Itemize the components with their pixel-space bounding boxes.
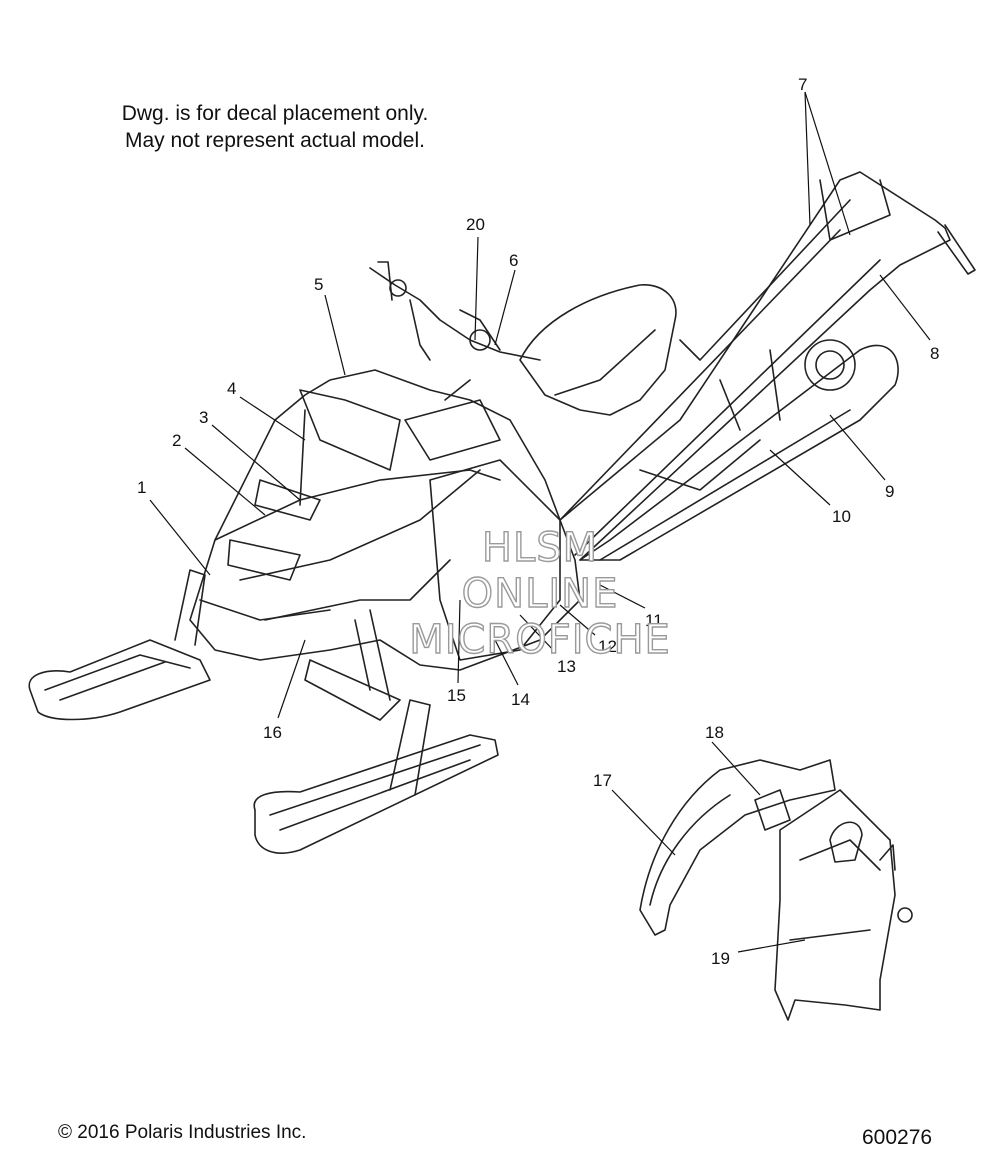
leader-13 (519, 614, 556, 653)
leader-10 (769, 449, 831, 506)
leader-14 (489, 629, 519, 686)
callout-19: 19 (711, 949, 730, 968)
callout-13: 13 (557, 657, 576, 676)
drawing-number: 600276 (862, 1126, 933, 1149)
leader-11 (599, 584, 646, 609)
right-ski (253, 734, 499, 854)
callout-7: 7 (798, 75, 807, 94)
leader-9 (829, 414, 886, 481)
placement-note-line-2: May not represent actual model. (125, 129, 425, 152)
leader-17 (611, 789, 676, 856)
left-ski (28, 639, 211, 721)
callout-1: 1 (137, 478, 146, 497)
leader-18 (711, 741, 761, 796)
copyright-text: © 2016 Polaris Industries Inc. (58, 1122, 307, 1143)
placement-note: Dwg. is for decal placement only. May no… (60, 100, 490, 154)
callout-4: 4 (227, 379, 236, 398)
callout-12: 12 (598, 637, 617, 656)
callout-16: 16 (263, 723, 282, 742)
tunnel (559, 171, 976, 561)
callout-15: 15 (447, 686, 466, 705)
leader-19 (737, 939, 806, 953)
leader-lines (149, 91, 931, 953)
rear-suspension (579, 339, 899, 561)
callout-17: 17 (593, 771, 612, 790)
callout-2: 2 (172, 431, 181, 450)
callout-11: 11 (645, 611, 663, 630)
leader-20 (474, 236, 479, 341)
leader-2 (184, 447, 266, 516)
leader-15 (457, 599, 461, 684)
handlebar (369, 261, 541, 361)
front-suspension (174, 569, 431, 796)
callout-20: 20 (466, 215, 485, 234)
callout-6: 6 (509, 251, 518, 270)
hood-body (189, 369, 581, 671)
callout-8: 8 (930, 344, 939, 363)
callout-5: 5 (314, 275, 323, 294)
leader-7b (804, 91, 851, 236)
callout-numbers: 1 2 3 4 5 6 7 8 9 10 11 12 13 14 15 16 1… (137, 75, 939, 968)
leader-3 (211, 424, 301, 501)
callout-9: 9 (885, 482, 894, 501)
leader-6 (494, 269, 516, 346)
side-panel-detail (639, 759, 913, 1021)
leader-5 (324, 294, 346, 376)
leader-8 (879, 274, 931, 341)
callout-18: 18 (705, 723, 724, 742)
leader-16 (277, 639, 306, 719)
callout-14: 14 (511, 690, 530, 709)
leader-12 (559, 604, 596, 636)
leader-4 (239, 396, 306, 441)
leader-7a (804, 91, 811, 226)
callout-3: 3 (199, 408, 208, 427)
leader-1 (149, 499, 211, 576)
callout-10: 10 (832, 507, 851, 526)
placement-note-line-1: Dwg. is for decal placement only. (121, 102, 429, 125)
seat (519, 284, 677, 416)
